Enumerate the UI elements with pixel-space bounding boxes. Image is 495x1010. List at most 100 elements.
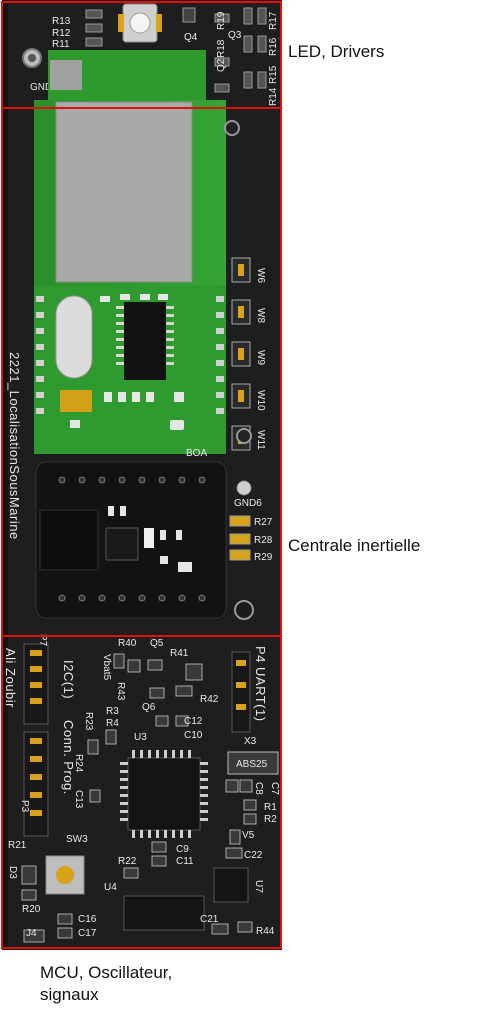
silk-r11: R11 (52, 39, 70, 50)
silk-r29: R29 (254, 552, 273, 563)
silk-w6: W6 (255, 268, 266, 283)
module-edge-pads (36, 296, 224, 414)
label-mcu-line-1: MCU, Oscillateur, (40, 963, 173, 982)
silk-q5: Q5 (150, 638, 164, 649)
silk-abs25: ABS25 (236, 759, 268, 770)
silk-r1: R1 (264, 802, 277, 813)
silk-r23: R23 (83, 712, 94, 731)
silk-q2: Q2 (216, 58, 227, 72)
pcb-edge-dark (2, 0, 8, 950)
led-pad-right (156, 14, 162, 32)
silk-r42: R42 (200, 694, 219, 705)
module-tantalum-cap (60, 390, 92, 412)
silk-p4-uart: P4 UART(1) (253, 646, 268, 722)
silk-c8: C8 (253, 782, 264, 795)
r28-body (229, 533, 251, 545)
silk-d3: D3 (7, 866, 18, 879)
module-passives (70, 294, 184, 430)
silk-u3: U3 (134, 732, 147, 743)
led-driver-section: R13 R12 R11 Q4 R19 Q3 R17 R18 R16 Q2 R15… (22, 3, 279, 106)
silk-r21: R21 (8, 840, 27, 851)
sw3-button-cap (56, 866, 74, 884)
silk-w10: W10 (255, 390, 266, 411)
label-led-drivers: LED, Drivers (288, 42, 385, 61)
silk-r14: R14 (268, 87, 279, 106)
mcu-pins (120, 750, 208, 838)
gnd6-pad (236, 480, 252, 496)
module-chip-pins (116, 306, 174, 365)
module-shield (55, 101, 193, 283)
r29-body (229, 549, 251, 561)
frame-mcu (1, 635, 282, 949)
silk-c11: C11 (176, 856, 194, 867)
silk-vbat5: Vbat5 (101, 654, 112, 681)
led-lens (129, 12, 151, 34)
mounting-hole-mid-right (236, 428, 252, 444)
led-pad-left (118, 14, 124, 32)
silk-c22: C22 (244, 850, 263, 861)
silk-boa: BOA (186, 448, 207, 459)
silk-r15: R15 (268, 65, 279, 84)
silk-r43: R43 (115, 682, 126, 701)
silk-r28: R28 (254, 535, 273, 546)
silk-r17: R17 (268, 11, 279, 30)
silk-sw3: SW3 (66, 834, 88, 845)
silk-p7: P7 (37, 634, 48, 647)
imu-breakout (35, 461, 227, 619)
silk-x3: X3 (244, 736, 257, 747)
silk-w8: W8 (255, 308, 266, 323)
u4-chip (123, 895, 205, 931)
module-label-pad (50, 60, 82, 90)
wireless-module (34, 50, 226, 454)
label-mcu-line-2: signaux (40, 985, 99, 1004)
mcu-section (21, 643, 279, 943)
header-p7 (23, 643, 49, 725)
abs25-crystal (227, 751, 279, 775)
r27-body (229, 515, 251, 527)
silk-r16: R16 (268, 37, 279, 56)
silk-q6: Q6 (142, 702, 156, 713)
silk-gnd: GND (30, 82, 52, 93)
silk-author: Ali Zoubir (3, 648, 18, 708)
silk-r19: R19 (216, 11, 227, 30)
silk-r4: R4 (106, 718, 119, 729)
module-crystal (55, 295, 93, 379)
silk-c17: C17 (78, 928, 97, 939)
silk-r18: R18 (216, 39, 227, 58)
silk-r2: R2 (264, 814, 277, 825)
silk-r12: R12 (52, 28, 71, 39)
silk-board-name: 2221_LocalisationSousMarine (7, 352, 22, 540)
silk-j4: J4 (26, 928, 37, 939)
silk-c16: C16 (78, 914, 97, 925)
label-imu: Centrale inertielle (288, 536, 421, 555)
header-p4 (231, 651, 251, 733)
silk-r24: R24 (73, 754, 84, 773)
mcu-chip (127, 757, 201, 831)
silk-c21: C21 (200, 914, 219, 925)
resistor-group-left (85, 9, 103, 47)
silk-u7: U7 (253, 880, 264, 893)
imu-chip (105, 527, 139, 561)
mounting-hole-top-inner (28, 54, 36, 62)
silk-i2c: I2C(1) (61, 660, 76, 699)
silk-r41: R41 (170, 648, 189, 659)
label-mcu: MCU, Oscillateur, signaux (40, 962, 260, 1006)
silk-p3: P3 (19, 800, 30, 813)
silk-r27: R27 (254, 517, 273, 528)
silk-c10: C10 (184, 730, 203, 741)
silk-c7: C7 (269, 782, 280, 795)
imu-holes (58, 476, 206, 602)
silk-w9: W9 (255, 350, 266, 365)
mcu-passives (21, 653, 257, 943)
silk-u4: U4 (104, 882, 117, 893)
imu-connector (39, 509, 99, 571)
silk-r20: R20 (22, 904, 41, 915)
silk-gnd6: GND6 (234, 498, 262, 509)
silk-r22: R22 (118, 856, 137, 867)
silk-r3: R3 (106, 706, 119, 717)
header-p3 (23, 731, 49, 837)
imu-white-cap (144, 528, 154, 548)
resistor-group-right (182, 7, 267, 93)
silk-c12: C12 (184, 716, 203, 727)
